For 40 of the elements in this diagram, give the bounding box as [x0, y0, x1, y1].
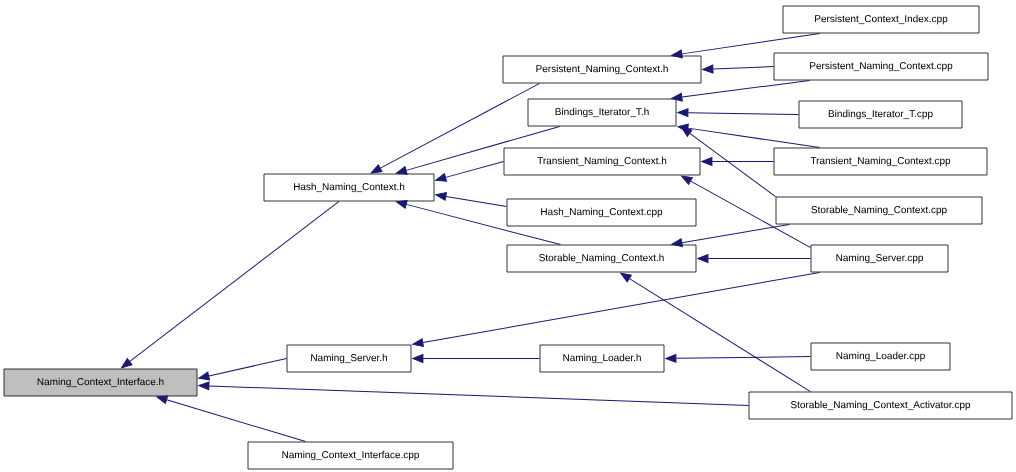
arrow [702, 64, 775, 74]
arrow [395, 125, 561, 175]
arrow [697, 254, 812, 263]
arrow [671, 79, 811, 102]
arrow [671, 223, 791, 248]
arrow [198, 358, 288, 381]
file-box: Storable_Naming_Context.cpp [775, 196, 983, 225]
arrow [156, 395, 306, 443]
arrow [121, 200, 340, 369]
arrow [681, 175, 812, 249]
arrow [677, 123, 821, 149]
file-box: Naming_Server.cpp [810, 244, 949, 273]
file-box: Storable_Naming_Context.h [506, 244, 697, 273]
arrow [395, 200, 561, 246]
arrow [412, 271, 821, 347]
arrow [701, 157, 775, 166]
file-box: Naming_Context_Interface.h [3, 368, 198, 397]
arrow [620, 272, 811, 393]
file-box: Naming_Loader.cpp [810, 342, 951, 371]
file-box: Persistent_Context_Index.cpp [782, 5, 980, 34]
arrow [677, 108, 800, 118]
file-box: Naming_Server.h [286, 344, 412, 373]
arrow [435, 192, 508, 207]
arrow [671, 32, 821, 59]
file-box: Naming_Loader.h [539, 344, 665, 373]
file-box: Transient_Naming_Context.h [503, 147, 701, 176]
file-box: Persistent_Naming_Context.cpp [773, 52, 989, 81]
arrow [665, 353, 812, 363]
file-box: Bindings_Iterator_T.cpp [798, 100, 963, 129]
file-box: Transient_Naming_Context.cpp [773, 147, 988, 176]
arrow [198, 381, 750, 406]
file-box: Hash_Naming_Context.h [263, 173, 435, 202]
file-box: Storable_Naming_Context_Activator.cpp [748, 391, 1013, 420]
file-box: Hash_Naming_Context.cpp [506, 198, 697, 227]
file-box: Naming_Context_Interface.cpp [247, 441, 454, 470]
arrow [412, 354, 541, 363]
arrow [681, 126, 777, 198]
file-box: Persistent_Naming_Context.h [502, 55, 702, 84]
arrow [435, 161, 505, 182]
file-box: Bindings_Iterator_T.h [527, 98, 677, 127]
